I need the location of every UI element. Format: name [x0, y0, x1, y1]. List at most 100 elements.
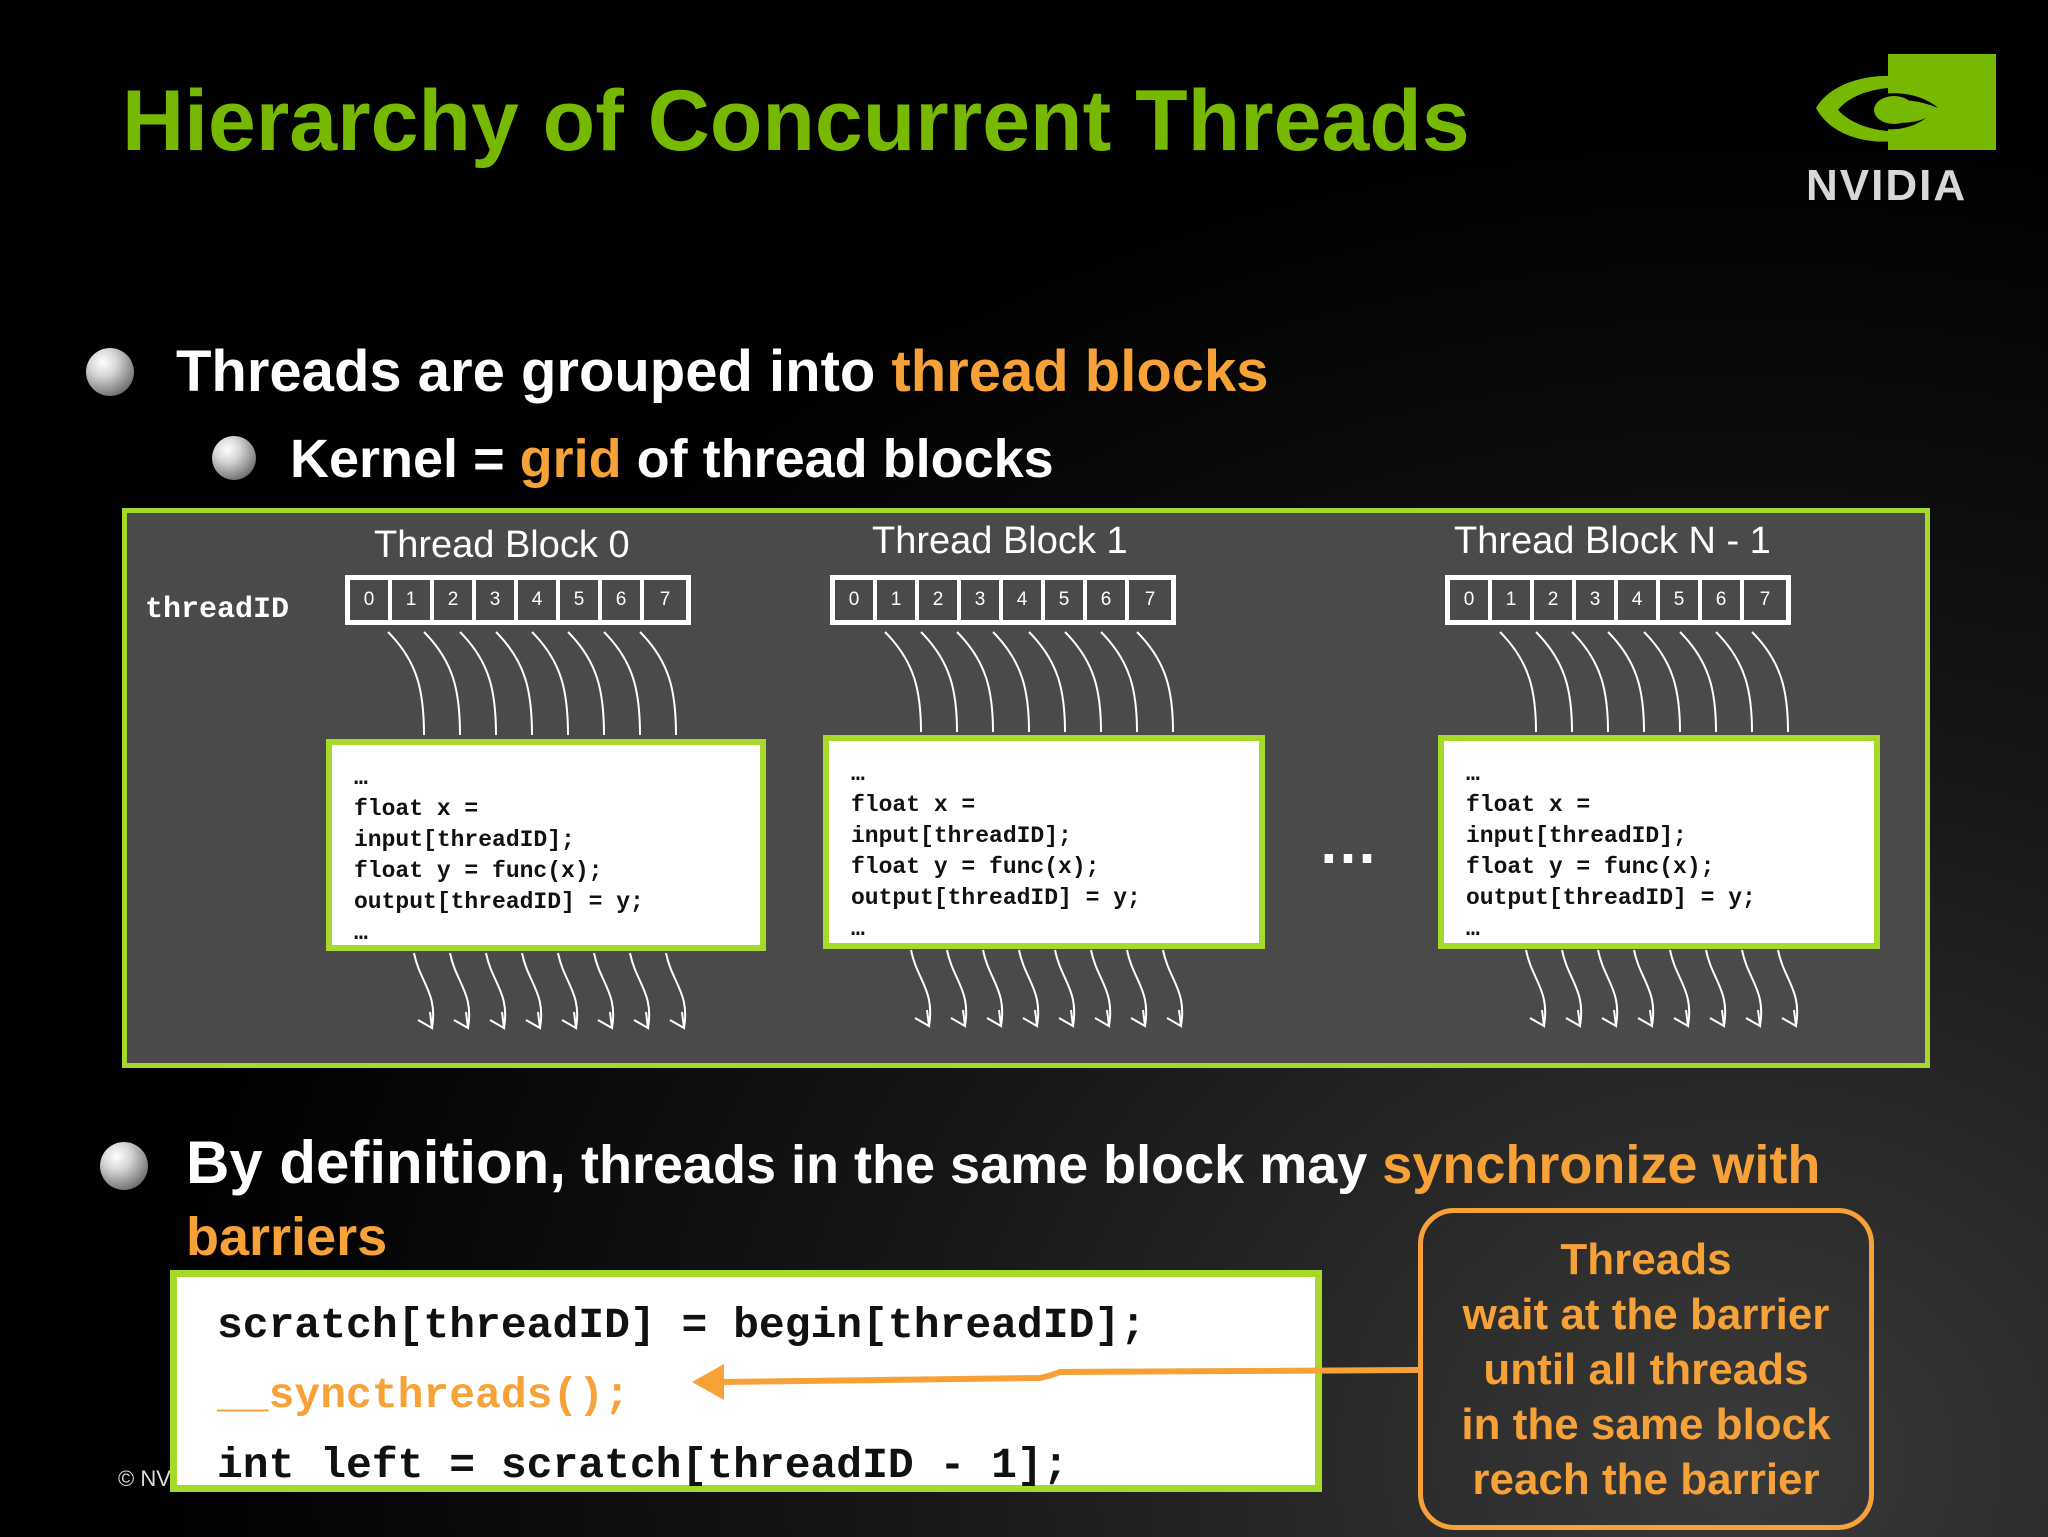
thread-line-out — [1018, 949, 1040, 1027]
thread-line-out — [1633, 949, 1655, 1027]
svg-text:NVIDIA: NVIDIA — [1806, 161, 1967, 210]
thread-id-cell: 2 — [1534, 580, 1576, 620]
code-line: … — [851, 761, 865, 787]
thread-line-in — [1100, 631, 1138, 733]
arrowhead-icon — [1130, 1009, 1147, 1028]
thread-line-out — [1090, 949, 1112, 1027]
thread-line-out — [1741, 949, 1763, 1027]
barrier-callout: Threads wait at the barrier until all th… — [1418, 1208, 1874, 1530]
bullet-kernel-grid: Kernel = grid of thread blocks — [290, 428, 1054, 490]
sub-bullet-text: Kernel = — [290, 429, 520, 489]
code-line: float x = — [1466, 792, 1591, 818]
code-line: output[threadID] = y; — [1466, 885, 1756, 911]
bullet-synchronize: By definition, threads in the same block… — [186, 1128, 1820, 1197]
thread-id-cell: 4 — [1618, 580, 1660, 620]
nvidia-logo: NVIDIA — [1798, 52, 2008, 210]
block-code-1: … float x = input[threadID]; float y = func… — [823, 735, 1265, 949]
thread-line-in — [603, 631, 641, 736]
thread-id-cell: 2 — [434, 580, 476, 620]
thread-id-cell: 5 — [1660, 580, 1702, 620]
thread-id-cell: 3 — [476, 580, 518, 620]
thread-line-out — [413, 952, 435, 1029]
thread-block-n-1-title: Thread Block N - 1 — [1454, 520, 1771, 562]
thread-line-in — [1751, 631, 1789, 733]
code-line: output[threadID] = y; — [851, 885, 1141, 911]
thread-id-cell: 1 — [392, 580, 434, 620]
code-line: float y = func(x); — [851, 854, 1100, 880]
bullet-text: threads in the same block may — [565, 1135, 1383, 1195]
bullet-text: Threads are grouped into — [176, 339, 892, 404]
thread-line-in — [1028, 631, 1066, 733]
thread-line-out — [557, 952, 579, 1029]
arrowhead-icon — [597, 1011, 614, 1030]
sub-bullet-icon — [212, 436, 256, 480]
arrowhead-icon — [525, 1011, 542, 1030]
arrowhead-icon — [986, 1009, 1003, 1028]
thread-id-cell: 4 — [1003, 580, 1045, 620]
thread-line-out — [1054, 949, 1076, 1027]
arrowhead-icon — [1601, 1009, 1618, 1028]
bullet-highlight: thread blocks — [891, 339, 1269, 404]
thread-line-in — [1535, 631, 1573, 733]
code-line: float x = — [851, 792, 976, 818]
arrowhead-icon — [1058, 1009, 1075, 1028]
thread-line-out — [1561, 949, 1583, 1027]
code-line: float y = func(x); — [354, 858, 603, 884]
arrowhead-icon — [1673, 1009, 1690, 1028]
copyright: © NV — [118, 1466, 171, 1491]
thread-line-in — [531, 631, 569, 736]
arrowhead-icon — [950, 1009, 967, 1028]
code-line: input[threadID]; — [1466, 823, 1687, 849]
thread-line-out — [449, 952, 471, 1029]
thread-line-out — [1705, 949, 1727, 1027]
thread-line-in — [920, 631, 958, 733]
arrowhead-icon — [1166, 1009, 1183, 1028]
thread-id-cell: 1 — [877, 580, 919, 620]
code-line: … — [851, 916, 865, 942]
thread-block-1-title: Thread Block 1 — [872, 520, 1128, 562]
thread-id-cell: 7 — [1759, 589, 1771, 610]
code-line-1: scratch[threadID] = begin[threadID]; — [217, 1301, 1146, 1350]
thread-line-out — [629, 952, 651, 1029]
thread-id-label: threadID — [145, 593, 290, 627]
thread-line-in — [884, 631, 922, 733]
thread-id-cell: 7 — [659, 589, 671, 610]
thread-id-cell: 6 — [1702, 580, 1744, 620]
callout-line: in the same block — [1461, 1399, 1831, 1449]
thread-line-out — [521, 952, 543, 1029]
thread-line-out — [1162, 949, 1184, 1027]
thread-id-cell: 2 — [919, 580, 961, 620]
thread-line-out — [485, 952, 507, 1029]
thread-line-out — [593, 952, 615, 1029]
thread-id-array-1: 0 1 2 3 4 5 6 7 — [830, 575, 1176, 625]
callout-line: reach the barrier — [1472, 1454, 1820, 1504]
thread-line-in — [423, 631, 461, 736]
arrowhead-icon — [1529, 1009, 1546, 1028]
thread-line-in — [1499, 631, 1537, 733]
thread-id-cell: 6 — [602, 580, 644, 620]
arrowhead-icon — [1565, 1009, 1582, 1028]
sub-bullet-highlight: grid — [519, 429, 622, 489]
thread-id-cell: 4 — [518, 580, 560, 620]
arrowhead-icon — [1637, 1009, 1654, 1028]
thread-id-cell: 7 — [1144, 589, 1156, 610]
page-title: Hierarchy of Concurrent Threads — [122, 73, 1470, 169]
thread-id-cell: 5 — [1045, 580, 1087, 620]
bullet-threads-grouped: Threads are grouped into thread blocks — [176, 338, 1269, 405]
arrowhead-icon — [1745, 1009, 1762, 1028]
arrowhead-icon — [1709, 1009, 1726, 1028]
bullet-highlight-line2: barriers — [186, 1207, 388, 1267]
bullet-icon — [86, 348, 134, 396]
code-line: input[threadID]; — [851, 823, 1072, 849]
thread-line-in — [1136, 631, 1174, 733]
code-line: float x = — [354, 796, 479, 822]
thread-line-in — [1679, 631, 1717, 733]
sub-bullet-suffix: of thread blocks — [621, 429, 1054, 489]
thread-line-out — [910, 949, 932, 1027]
arrowhead-icon — [1094, 1009, 1111, 1028]
callout-line: Threads — [1560, 1234, 1732, 1284]
thread-line-out — [1525, 949, 1547, 1027]
arrowhead-icon — [1022, 1009, 1039, 1028]
